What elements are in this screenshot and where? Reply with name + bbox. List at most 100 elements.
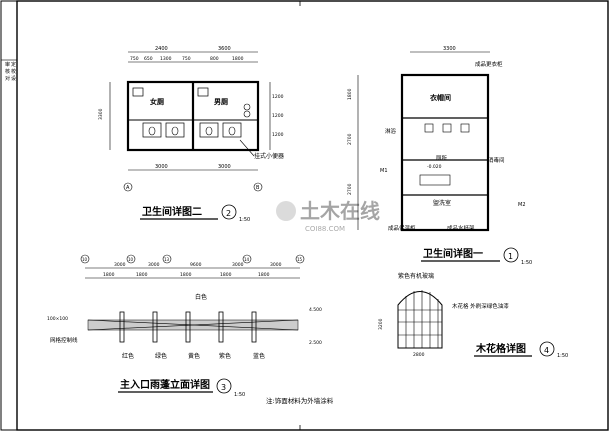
plan1-wash-counter [419,174,451,186]
strip-cell-6: 设 [11,75,16,82]
elev-white-label: 白色 [195,293,207,301]
plan1-scale: 1:50 [521,260,532,266]
elev-dim-minor-2: 1800 [136,272,148,278]
plan1-title: 卫生间详图一 [423,247,483,260]
elev-color-2: 绿色 [155,352,167,360]
plan2-toilet-3 [205,126,213,136]
plan1-dim-left-3: 2700 [347,183,353,195]
plan1-wash-label: 盥洗室 [433,199,451,207]
plan1-index: 1 [508,252,513,261]
plan2-grid-a: A [126,185,130,191]
elev-scale: 1:50 [234,392,245,398]
elev-column-2 [152,311,158,343]
plan2-dim-top-minor-1: 750 [130,56,139,62]
elev-column-4 [218,311,224,343]
plan2-toilet-4 [228,126,236,136]
plan2-dim-top-minor-4: 750 [182,56,191,62]
plan1-shower-2 [442,123,452,133]
plan1-shower-label: 淋浴 [385,127,397,135]
drawing-frame [16,0,609,431]
plan2-dim-bottom-1: 3000 [155,164,168,170]
lattice-dim-bottom: 2800 [413,352,425,358]
lattice-index-bubble [539,341,555,357]
plan2-stall-male-1 [199,122,219,138]
plan2-grid-bubble-a [123,182,133,192]
entrance-canopy-elevation: 3000 3000 9600 3000 3000 1800 1800 1800 … [47,254,322,398]
plan1-index-bubble [503,247,519,263]
elev-dim-major-1: 3000 [114,262,126,268]
strip-cell-1: 审 [5,61,10,68]
elev-axis-bubble-4 [242,254,252,264]
plan2-grid-bubble-b [253,182,263,192]
elev-dim-minor-4: 1800 [220,272,232,278]
elev-color-1: 红色 [122,352,134,360]
plan2-dim-top-1: 2400 [155,46,168,52]
plan1-dim-top: 3300 [443,46,456,52]
plan2-sink-female [132,87,144,97]
plan2-stall-male-2 [222,122,242,138]
wood-lattice-detail: 紫色有机玻璃 木花格 外刷深绿色油漆 2800 3200 木花格详图 4 1:5… [378,272,568,359]
plan1-disinfect-label: 消毒间 [488,156,505,164]
elev-axis-bubble-2 [126,254,136,264]
lattice-paint-label: 木花格 外刷深绿色油漆 [452,302,509,310]
plan1-dim-left-2: 2700 [347,133,353,145]
watermark-logo: 土木在线 COI88.COM [276,199,380,233]
plan-1: 3300 成品更衣柜 衣帽间 淋浴 厕所 消毒间 -0.020 盥洗室 成品保温… [347,46,532,266]
plan2-stall-female-2 [165,122,185,138]
elev-index-bubble [216,378,232,394]
lattice-scale: 1:50 [557,353,568,359]
elev-hatch-2 [87,319,299,331]
watermark-en: COI88.COM [305,225,345,233]
plan2-stall-female-1 [142,122,162,138]
plan2-dim-top-minor-5: 800 [210,56,219,62]
strip-cell-4: 校 [11,68,16,75]
plan2-dim-top-minor-2: 650 [144,56,153,62]
elev-mesh-size: 100×100 [47,316,68,322]
plan1-shower-1 [424,123,434,133]
plan2-dim-top-minor-6: 1800 [232,56,244,62]
sheet-note: 注:饰面材料为外墙涂料 [266,396,334,405]
elev-dim-major-5: 3000 [270,262,282,268]
elev-axis-1: 10 [82,257,88,262]
plan2-urinal-2 [243,110,251,118]
plan1-door-2: M2 [518,202,526,208]
plan2-dim-top-2: 3600 [218,46,231,52]
lattice-index: 4 [544,346,549,355]
plan2-index-bubble [221,204,237,220]
plan2-urinal-leader [239,139,255,157]
elev-index: 3 [221,383,226,392]
plan2-grid-b: B [256,185,260,191]
plan2-dim-left: 3300 [98,108,104,120]
lattice-glass-label: 紫色有机玻璃 [398,272,434,280]
strip-cell-5: 对 [5,75,10,82]
elev-color-5: 蓝色 [253,352,265,360]
elev-column-3 [185,311,191,343]
lattice-title: 木花格详图 [475,342,526,355]
plan1-sink-rack-label: 成品水杯架 [447,224,475,232]
elev-axis-4: 14 [244,257,250,262]
plan2-urinal-1 [243,103,251,111]
plan2-urinal-label: 挂式小便器 [254,152,284,160]
strip-cell-3: 核 [5,68,10,75]
elev-dim-major-3: 9600 [190,262,202,268]
plan2-dim-top-minor-3: 1300 [160,56,172,62]
elev-axis-bubble-3 [162,254,172,264]
elev-title: 主入口雨蓬立面详图 [120,378,210,391]
plan1-stall-label: 厕所 [436,154,448,162]
plan2-sink-male [197,87,209,97]
watermark-emblem [276,201,296,221]
elev-dim-minor-1: 1800 [103,272,115,278]
lattice-arch [397,291,443,349]
elev-axis-3: 13 [164,257,170,262]
plan2-toilet-1 [148,126,156,136]
plan2-room-male: 男厕 [214,97,228,106]
plan1-locker-label: 成品更衣柜 [475,60,503,68]
plan1-shower-3 [460,123,470,133]
plan1-cabinet-label: 成品保温柜 [388,224,416,232]
plan2-title: 卫生间详图二 [142,205,202,218]
plan1-level: -0.020 [427,164,442,170]
left-title-strip: 审 定 核 校 对 设 [5,61,16,82]
plan1-outer-walls [400,73,490,232]
plan2-dim-right-3: 1200 [272,132,284,138]
